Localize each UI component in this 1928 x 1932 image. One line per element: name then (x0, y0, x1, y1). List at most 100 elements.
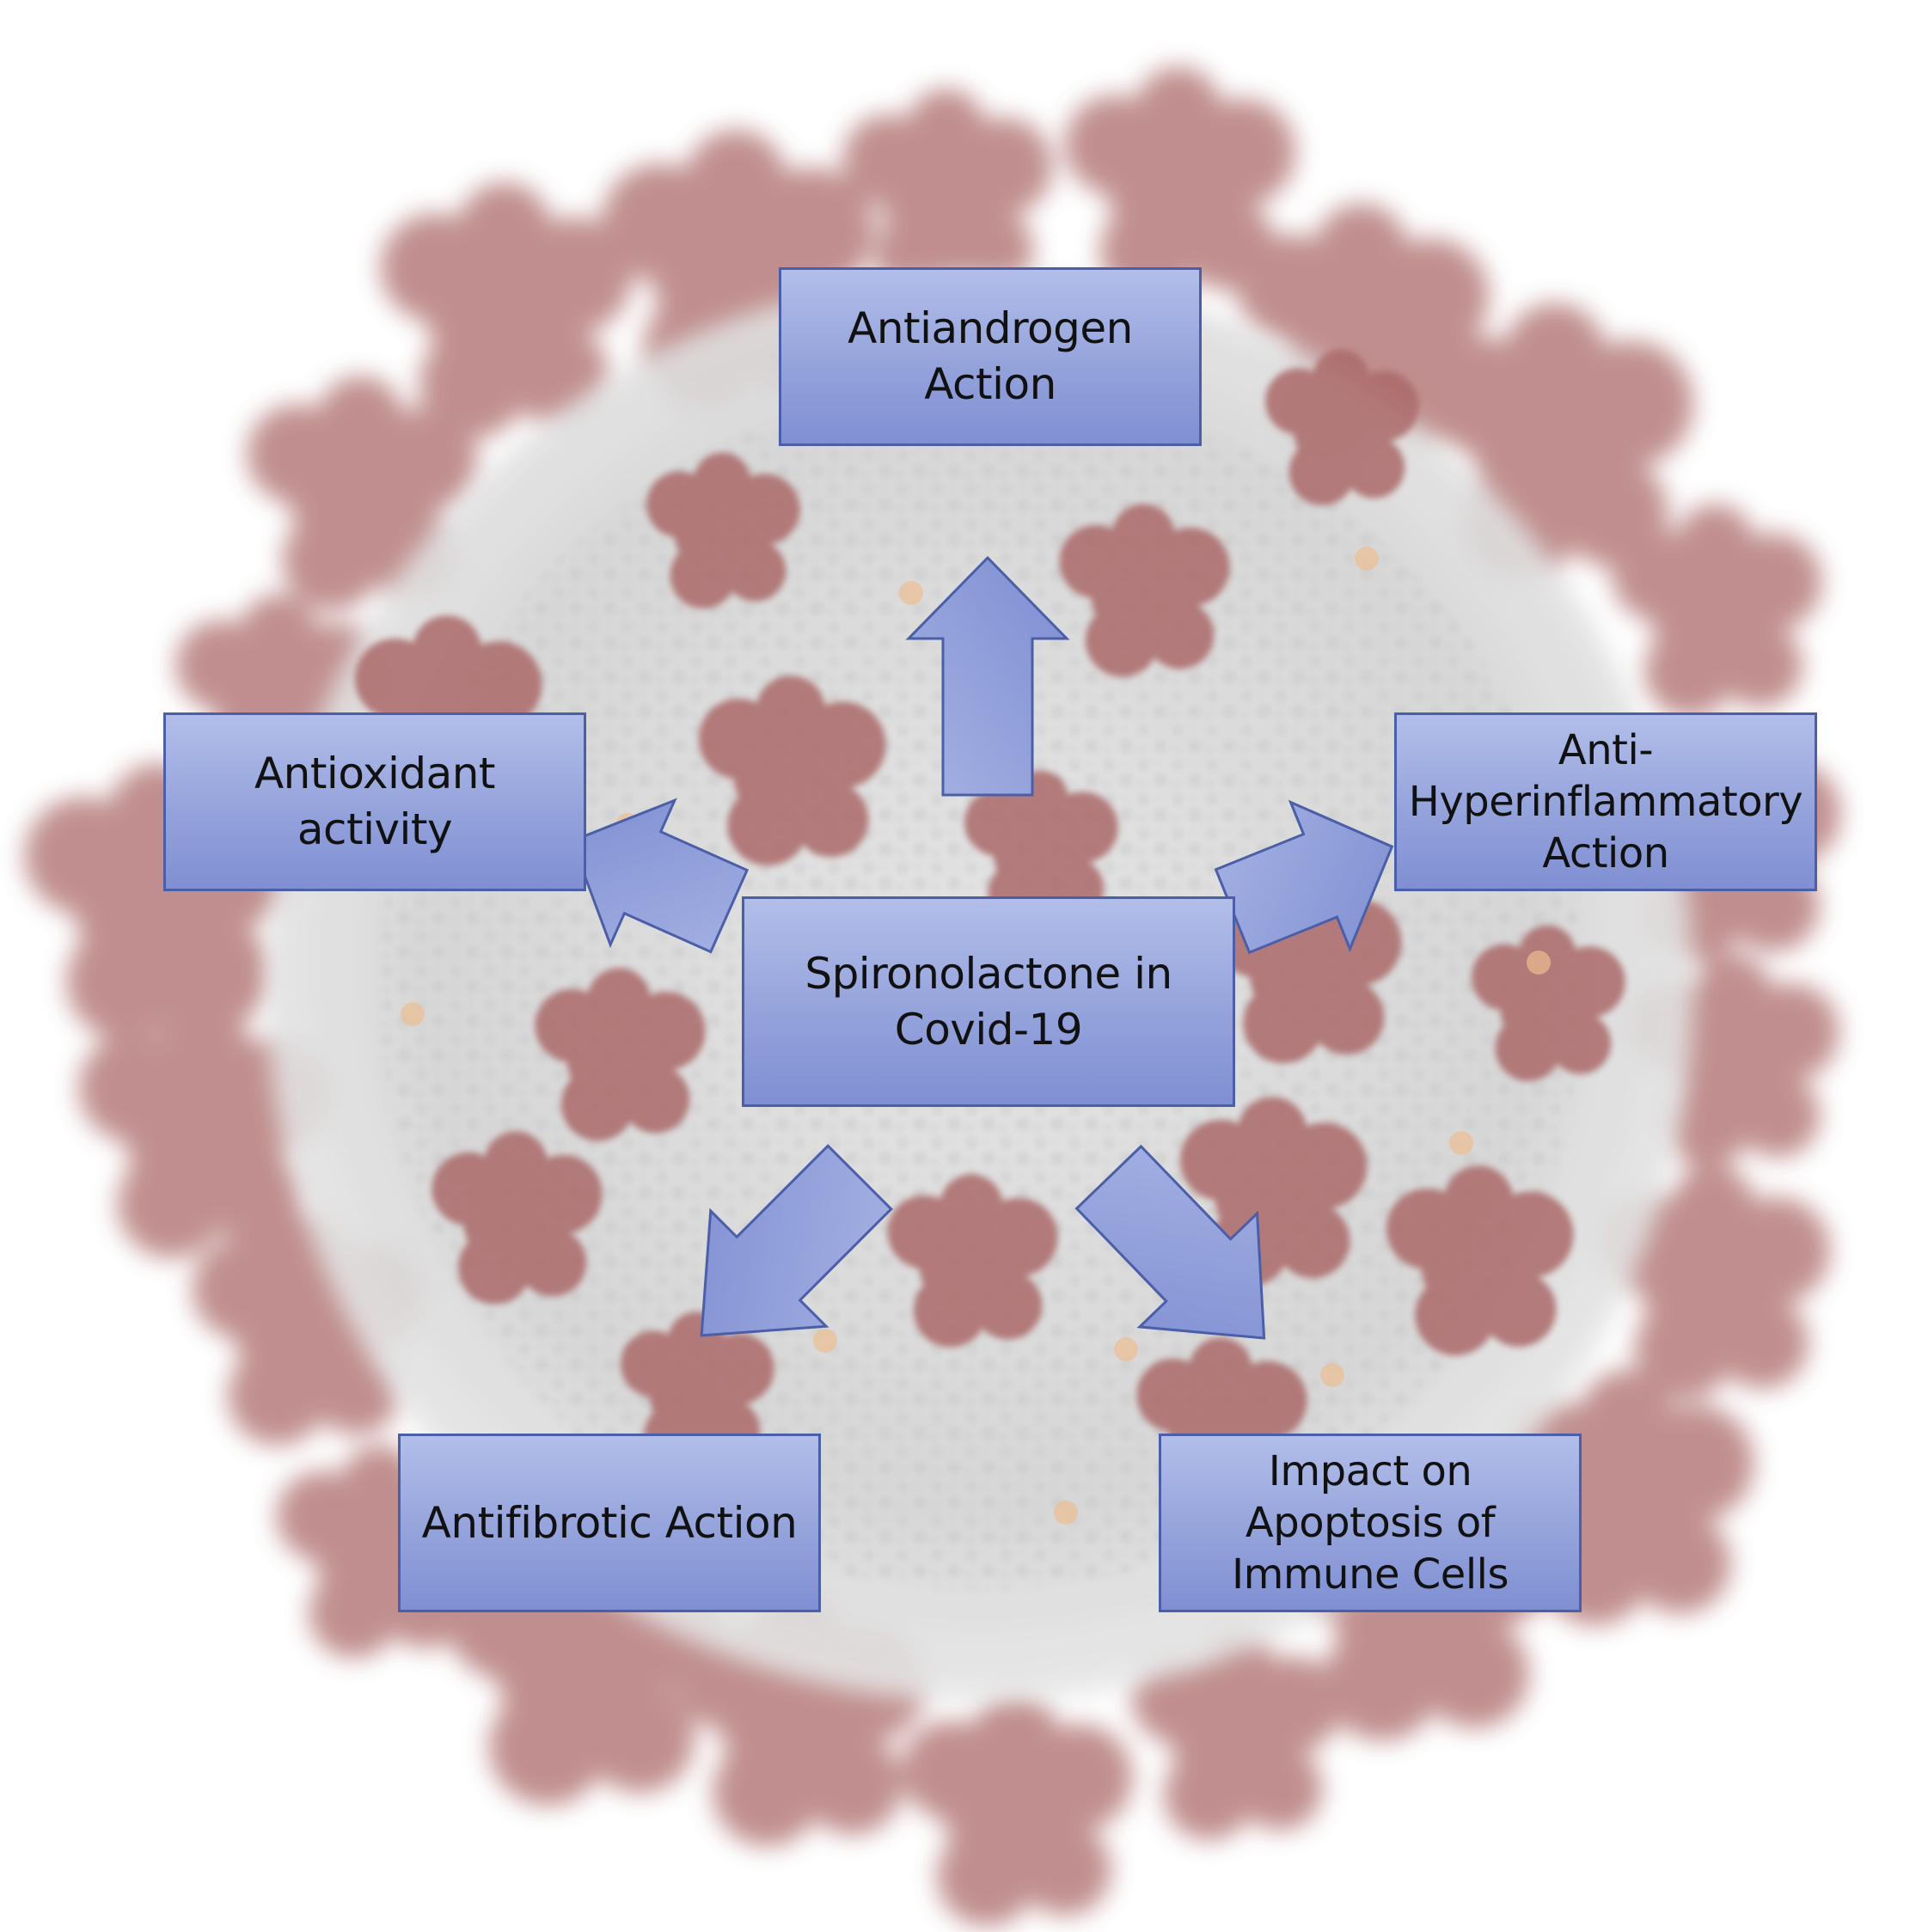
spike-protein (457, 1231, 532, 1305)
spike-protein (412, 615, 482, 685)
spike-protein (1111, 504, 1175, 567)
surface-glycoprotein (1449, 1131, 1473, 1155)
arrow-up-right (1214, 799, 1394, 955)
spike-protein (694, 452, 750, 510)
spike-protein (1443, 1165, 1514, 1235)
spike-protein (1419, 1618, 1529, 1728)
spike-protein (1085, 603, 1160, 677)
arrow-down-right (1074, 1144, 1266, 1340)
spike-protein (713, 1738, 822, 1847)
spike-protein (318, 376, 404, 462)
spike-protein (309, 1568, 400, 1659)
spike-protein (1735, 1073, 1820, 1158)
surface-glycoprotein (899, 581, 923, 605)
arrow-down-left (700, 1144, 893, 1337)
surface-glycoprotein (1355, 547, 1379, 571)
spike-protein (457, 182, 551, 276)
spike-protein (670, 542, 737, 608)
spike-protein (756, 676, 826, 745)
surface-glycoprotein (1114, 1337, 1138, 1361)
spike-protein (1669, 1165, 1755, 1250)
effect-box-antiandrogen: Antiandrogen Action (779, 267, 1202, 446)
spike-protein (1481, 1272, 1557, 1348)
spike-protein (1693, 954, 1772, 1032)
arrow-up-left (570, 798, 750, 954)
spike-protein (793, 782, 869, 858)
effect-label-line: Apoptosis of (1245, 1499, 1496, 1547)
spike-protein (727, 785, 809, 866)
spike-protein (419, 329, 528, 438)
spike-protein (801, 1733, 903, 1835)
effect-label-line: Impact on (1268, 1447, 1472, 1495)
spike-protein (621, 1065, 690, 1134)
spike-protein (282, 511, 383, 610)
spike-protein (972, 1691, 1058, 1777)
spike-protein (1579, 1370, 1673, 1464)
spike-protein (228, 1345, 327, 1446)
spike-protein (206, 1146, 308, 1247)
spike-protein (1275, 1203, 1350, 1279)
spike-protein (240, 594, 318, 672)
center-label-line: Covid-19 (894, 1004, 1083, 1055)
spike-protein (974, 1271, 1043, 1340)
spike-protein (1164, 1749, 1255, 1840)
surface-glycoprotein (401, 1002, 425, 1026)
spike-protein (117, 1149, 226, 1258)
spike-protein (1716, 1296, 1809, 1389)
effect-label-line: Anti- (1558, 726, 1654, 774)
spike-protein (560, 1067, 635, 1141)
spike-protein (1314, 204, 1408, 297)
surface-glycoprotein (1320, 1363, 1344, 1387)
effect-label-line: Antioxidant (254, 749, 496, 798)
spike-protein (685, 130, 787, 231)
spike-protein (907, 89, 985, 167)
center-box-spironolactone: Spironolactone in Covid-19 (742, 896, 1235, 1107)
spike-protein (1634, 1299, 1735, 1400)
surface-glycoprotein (813, 1329, 837, 1353)
spike-protein (1309, 980, 1385, 1055)
spike-protein (1415, 1275, 1496, 1356)
effect-label-line: Action (1542, 829, 1669, 877)
effect-label-line: Hyperinflammatory (1408, 778, 1803, 826)
spike-protein (1504, 303, 1606, 404)
spike-protein (1643, 627, 1735, 718)
spike-protein (1313, 349, 1369, 407)
effect-label-line: Antiandrogen (848, 303, 1133, 353)
spike-protein (488, 1688, 607, 1806)
spike-protein (585, 1684, 695, 1793)
effect-box-antifibrotic: Antifibrotic Action (398, 1434, 821, 1612)
spike-protein (162, 918, 272, 1028)
arrow-up (905, 555, 1070, 797)
spike-protein (518, 1228, 587, 1297)
spike-protein (1323, 1623, 1441, 1741)
effect-label-line: Antifibrotic Action (421, 1497, 798, 1548)
spike-protein (1495, 1015, 1562, 1081)
spike-protein (1237, 1097, 1307, 1166)
spike-protein (724, 540, 787, 602)
center-label-line: Spironolactone in (805, 948, 1172, 999)
effect-label-line: Action (924, 359, 1056, 409)
spike-protein (1718, 623, 1803, 707)
spike-protein (484, 1131, 548, 1195)
surface-glycoprotein (1527, 951, 1551, 975)
spike-protein (1146, 601, 1215, 669)
spike-protein (1189, 1337, 1252, 1401)
spike-protein (1288, 439, 1356, 505)
spike-protein (913, 1274, 988, 1348)
spike-protein (1343, 437, 1405, 498)
effect-box-anti-hyperinflammatory: Anti- Hyperinflammatory Action (1394, 712, 1817, 891)
effect-box-antioxidant: Antioxidant activity (163, 712, 586, 891)
spike-protein (940, 1174, 1003, 1238)
spike-protein (587, 968, 651, 1031)
spike-protein (1549, 1012, 1612, 1074)
spike-protein (1135, 66, 1221, 152)
spike-protein (937, 1826, 1037, 1927)
effect-label-line: Immune Cells (1231, 1550, 1509, 1599)
spike-protein (1630, 1513, 1731, 1614)
spike-protein (1676, 504, 1754, 582)
spike-protein (66, 922, 185, 1041)
surface-glycoprotein (1054, 1501, 1078, 1525)
spike-protein (1243, 982, 1325, 1064)
